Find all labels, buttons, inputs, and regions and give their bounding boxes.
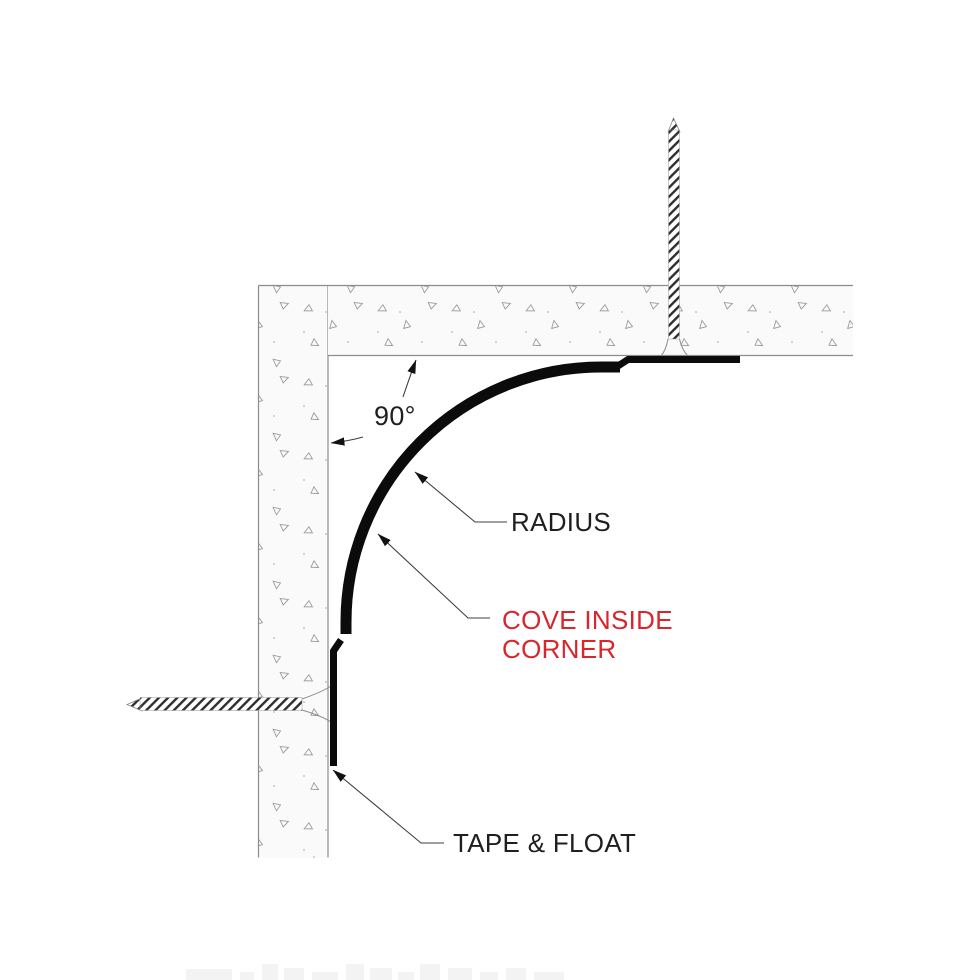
cropped-watermark [186, 964, 564, 980]
radius-label: RADIUS [511, 507, 611, 537]
cove-wall-flange [330, 638, 344, 766]
angle-arrow-to-wall [330, 436, 364, 446]
angle-label: 90° [374, 401, 416, 431]
wall-screw-icon [126, 685, 332, 723]
cove-ceiling-flange [616, 356, 740, 369]
cove-corner-label-line1: COVE INSIDE [502, 605, 673, 635]
ceiling-stipple-texture [328, 285, 853, 356]
angle-annotation: 90° [330, 359, 417, 446]
radius-leader [414, 471, 507, 523]
ceiling-screw-shaft [668, 129, 680, 340]
wall-stipple-texture [258, 285, 328, 858]
angle-arrow-to-ceiling [402, 359, 417, 398]
ceiling-panel [258, 284, 853, 357]
cove-trim-profile [330, 356, 740, 766]
joint-compound-feather-right [679, 338, 689, 357]
cove-inside-corner-callout: COVE INSIDE CORNER [377, 533, 673, 664]
wall-screw-shaft [139, 697, 303, 711]
ceiling-screw-icon [660, 117, 689, 357]
cove-corner-label-line2: CORNER [502, 634, 616, 664]
joint-compound-feather-bottom [301, 709, 332, 723]
wall-panel [257, 285, 329, 858]
tape-float-callout: TAPE & FLOAT [332, 769, 636, 858]
tape-float-label: TAPE & FLOAT [453, 828, 636, 858]
cove-leader [377, 533, 490, 619]
joint-compound-feather-left [660, 338, 669, 357]
joint-compound-feather-top [301, 685, 332, 700]
radius-callout: RADIUS [414, 471, 611, 537]
tape-float-leader [332, 769, 444, 844]
cove-profile-curve [340, 361, 620, 634]
